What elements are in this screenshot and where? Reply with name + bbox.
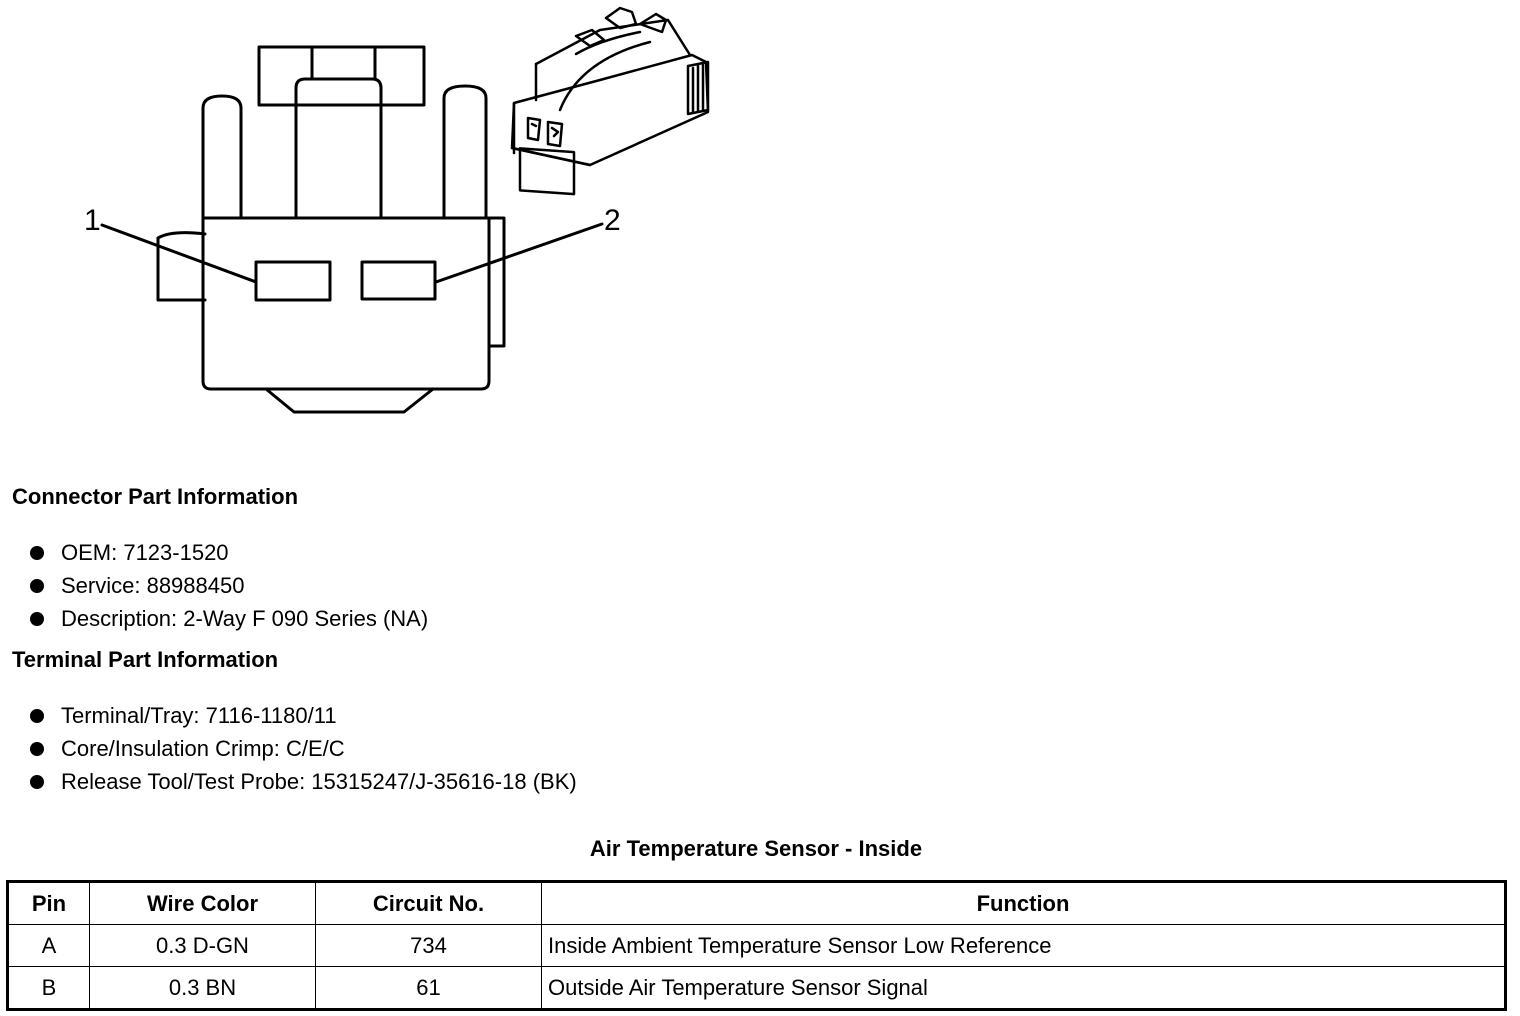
- connector-oem: OEM: 7123-1520: [61, 540, 229, 565]
- cell-wire-color: 0.3 D-GN: [89, 924, 316, 967]
- cell-function: Outside Air Temperature Sensor Signal: [541, 966, 1506, 1010]
- connector-info-heading: Connector Part Information: [12, 484, 299, 509]
- list-item: Core/Insulation Crimp: C/E/C: [28, 732, 577, 765]
- leader-line-1: [100, 223, 258, 284]
- list-item: OEM: 7123-1520: [28, 536, 428, 569]
- pin-2-cavity: [360, 260, 437, 301]
- table-row: A 0.3 D-GN 734 Inside Ambient Temperatur…: [7, 924, 1506, 967]
- cell-circuit-no: 734: [315, 924, 542, 967]
- bullet-icon: [30, 612, 44, 626]
- leader-line-2: [434, 222, 604, 284]
- terminal-info-list: Terminal/Tray: 7116-1180/11 Core/Insulat…: [28, 699, 577, 798]
- table-row: B 0.3 BN 61 Outside Air Temperature Sens…: [7, 966, 1506, 1010]
- bullet-icon: [30, 709, 44, 723]
- cell-circuit-no: 61: [315, 966, 542, 1010]
- terminal-tray: Terminal/Tray: 7116-1180/11: [61, 703, 337, 728]
- list-item: Terminal/Tray: 7116-1180/11: [28, 699, 577, 732]
- bullet-icon: [30, 742, 44, 756]
- header-function: Function: [541, 881, 1506, 925]
- terminal-crimp: Core/Insulation Crimp: C/E/C: [61, 736, 345, 761]
- connector-drawing: 1 2: [84, 6, 710, 414]
- connector-front-view: [100, 45, 604, 414]
- terminal-release-tool: Release Tool/Test Probe: 15315247/J-3561…: [61, 769, 577, 794]
- pin-label-1: 1: [84, 204, 101, 237]
- connector-service: Service: 88988450: [61, 573, 245, 598]
- cell-pin: B: [7, 966, 90, 1010]
- connector-description: Description: 2-Way F 090 Series (NA): [61, 606, 429, 631]
- cell-pin: A: [7, 924, 90, 967]
- bullet-icon: [30, 579, 44, 593]
- list-item: Description: 2-Way F 090 Series (NA): [28, 602, 428, 635]
- cell-wire-color: 0.3 BN: [89, 966, 316, 1010]
- list-item: Service: 88988450: [28, 569, 428, 602]
- terminal-info-heading: Terminal Part Information: [12, 647, 279, 672]
- connector-isometric-view: [510, 6, 710, 196]
- pin-1-cavity: [254, 260, 332, 302]
- pin-label-2: 2: [604, 204, 621, 237]
- list-item: Release Tool/Test Probe: 15315247/J-3561…: [28, 765, 577, 798]
- bullet-icon: [30, 546, 44, 560]
- cell-function: Inside Ambient Temperature Sensor Low Re…: [541, 924, 1506, 967]
- header-circuit-no: Circuit No.: [315, 881, 542, 925]
- pin-table: Pin Wire Color Circuit No. Function A 0.…: [6, 880, 1507, 1011]
- connector-info-list: OEM: 7123-1520 Service: 88988450 Descrip…: [28, 536, 428, 635]
- bullet-icon: [30, 775, 44, 789]
- header-pin: Pin: [7, 881, 90, 925]
- header-wire-color: Wire Color: [89, 881, 316, 925]
- table-title: Air Temperature Sensor - Inside: [589, 836, 923, 861]
- table-header-row: Pin Wire Color Circuit No. Function: [7, 881, 1506, 925]
